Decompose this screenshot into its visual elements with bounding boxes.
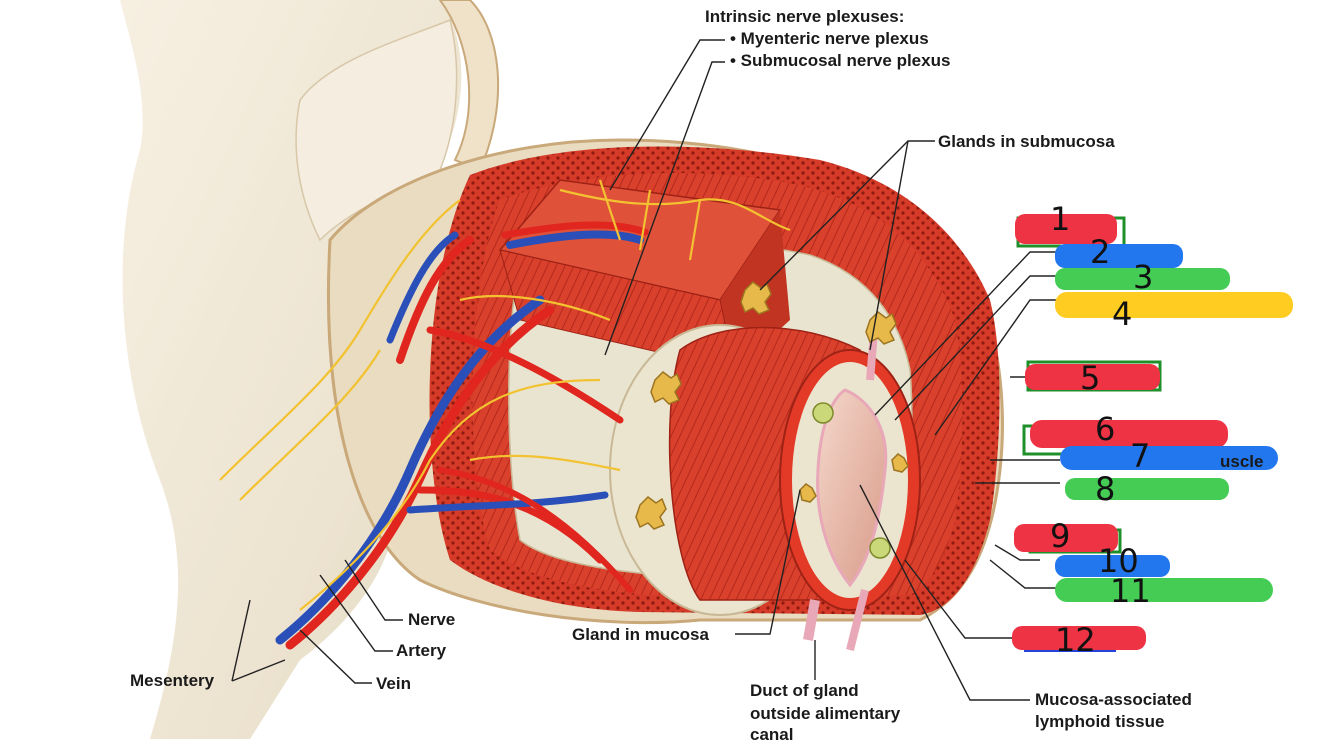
- label-mesentery: Mesentery: [130, 671, 215, 690]
- annotation-number-6: 6: [1095, 410, 1116, 448]
- label-malt-line1: Mucosa-associated: [1035, 690, 1192, 709]
- inner-tube: [609, 319, 921, 651]
- annotation-number-2: 2: [1090, 233, 1111, 271]
- label-artery: Artery: [396, 641, 447, 660]
- annotation-number-12: 12: [1055, 621, 1096, 659]
- label-myenteric: • Myenteric nerve plexus: [730, 29, 929, 48]
- label-glands-submucosa: Glands in submucosa: [938, 132, 1115, 151]
- label-submucosal: • Submucosal nerve plexus: [730, 51, 951, 70]
- annotation-number-5: 5: [1080, 359, 1101, 397]
- annotation-number-1: 1: [1050, 200, 1071, 238]
- annotation-highlights: [1012, 214, 1293, 652]
- annotation-number-3: 3: [1133, 258, 1154, 296]
- label-duct-line2: outside alimentary: [750, 704, 901, 723]
- label-vein: Vein: [376, 674, 411, 693]
- label-nerve: Nerve: [408, 610, 456, 629]
- label-muscle-fragment: uscle: [1220, 452, 1264, 471]
- annotation-number-11: 11: [1110, 572, 1151, 610]
- label-duct-line3: canal: [750, 725, 794, 744]
- annotation-number-10: 10: [1098, 542, 1139, 580]
- label-duct-line1: Duct of gland: [750, 681, 859, 700]
- annotation-number-4: 4: [1112, 295, 1133, 333]
- label-intrinsic-title: Intrinsic nerve plexuses:: [705, 7, 905, 26]
- nerves: [219, 179, 791, 611]
- annotation-number-9: 9: [1050, 517, 1071, 555]
- leader-lines: [231, 39, 1060, 701]
- label-malt-line2: lymphoid tissue: [1035, 712, 1165, 731]
- label-gland-mucosa: Gland in mucosa: [572, 625, 709, 644]
- annotation-number-8: 8: [1095, 470, 1116, 508]
- glands: [635, 281, 909, 530]
- annotation-number-7: 7: [1130, 437, 1151, 475]
